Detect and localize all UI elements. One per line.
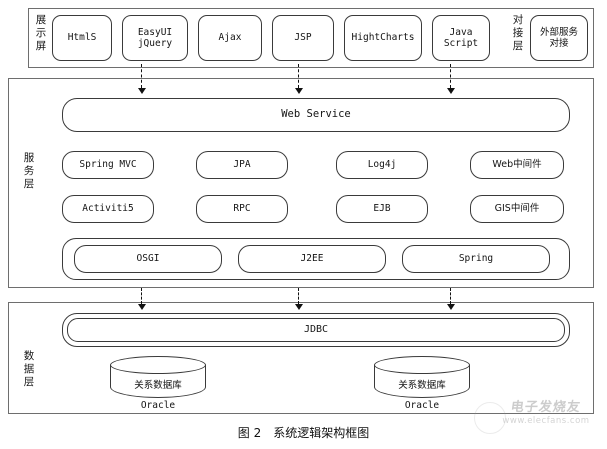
service-to-data-arrow-3 xyxy=(445,288,456,310)
data-layer-label: 数据层 xyxy=(23,350,35,388)
relational-database-right-label: 关系数据库 xyxy=(398,380,446,391)
relational-database-right[interactable]: 关系数据库 xyxy=(374,356,470,398)
node-web-middleware[interactable]: Web中间件 xyxy=(470,151,564,179)
service-to-data-arrow-1 xyxy=(136,288,147,310)
arrow-stem xyxy=(298,288,299,304)
node-external-service[interactable]: 外部服务 对接 xyxy=(530,15,588,61)
node-jsp[interactable]: JSP xyxy=(272,15,334,61)
node-activiti5[interactable]: Activiti5 xyxy=(62,195,154,223)
arrow-stem xyxy=(141,288,142,304)
node-jdbc[interactable]: JDBC xyxy=(67,318,565,342)
node-j2ee[interactable]: J2EE xyxy=(238,245,386,273)
node-spring-mvc[interactable]: Spring MVC xyxy=(62,151,154,179)
node-hightcharts[interactable]: HightCharts xyxy=(344,15,422,61)
arrow-head-icon xyxy=(137,304,146,310)
arrow-head-icon xyxy=(446,304,455,310)
interface-layer-label: 对接层 xyxy=(512,14,524,52)
node-gis-middleware[interactable]: GIS中间件 xyxy=(470,195,564,223)
service-to-data-arrow-2 xyxy=(293,288,304,310)
arrow-stem xyxy=(450,64,451,88)
node-htmls[interactable]: HtmlS xyxy=(52,15,112,61)
node-ajax[interactable]: Ajax xyxy=(198,15,262,61)
arrow-head-icon xyxy=(294,88,303,94)
cylinder-top-icon xyxy=(110,356,206,374)
figure-caption: 图 2 系统逻辑架构框图 xyxy=(237,426,370,440)
arrow-head-icon xyxy=(446,88,455,94)
presentation-layer-label: 展示屏 xyxy=(35,14,47,52)
node-jpa[interactable]: JPA xyxy=(196,151,288,179)
presentation-to-service-arrow-2 xyxy=(293,64,304,94)
arrow-stem xyxy=(450,288,451,304)
relational-database-left-caption: Oracle xyxy=(140,400,176,411)
relational-database-right-caption: Oracle xyxy=(404,400,440,411)
node-web-service[interactable]: Web Service xyxy=(62,98,570,132)
service-layer-label: 服务层 xyxy=(23,152,35,190)
node-javascript[interactable]: Java Script xyxy=(432,15,490,61)
node-ejb[interactable]: EJB xyxy=(336,195,428,223)
relational-database-left-label: 关系数据库 xyxy=(134,380,182,391)
arrow-head-icon xyxy=(137,88,146,94)
cylinder-top-icon xyxy=(374,356,470,374)
node-osgi[interactable]: OSGI xyxy=(74,245,222,273)
node-rpc[interactable]: RPC xyxy=(196,195,288,223)
arrow-head-icon xyxy=(294,304,303,310)
presentation-to-service-arrow-1 xyxy=(136,64,147,94)
presentation-to-service-arrow-3 xyxy=(445,64,456,94)
node-spring[interactable]: Spring xyxy=(402,245,550,273)
arrow-stem xyxy=(298,64,299,88)
node-easyui[interactable]: EasyUI jQuery xyxy=(122,15,188,61)
relational-database-left[interactable]: 关系数据库 xyxy=(110,356,206,398)
arrow-stem xyxy=(141,64,142,88)
node-log4j[interactable]: Log4j xyxy=(336,151,428,179)
